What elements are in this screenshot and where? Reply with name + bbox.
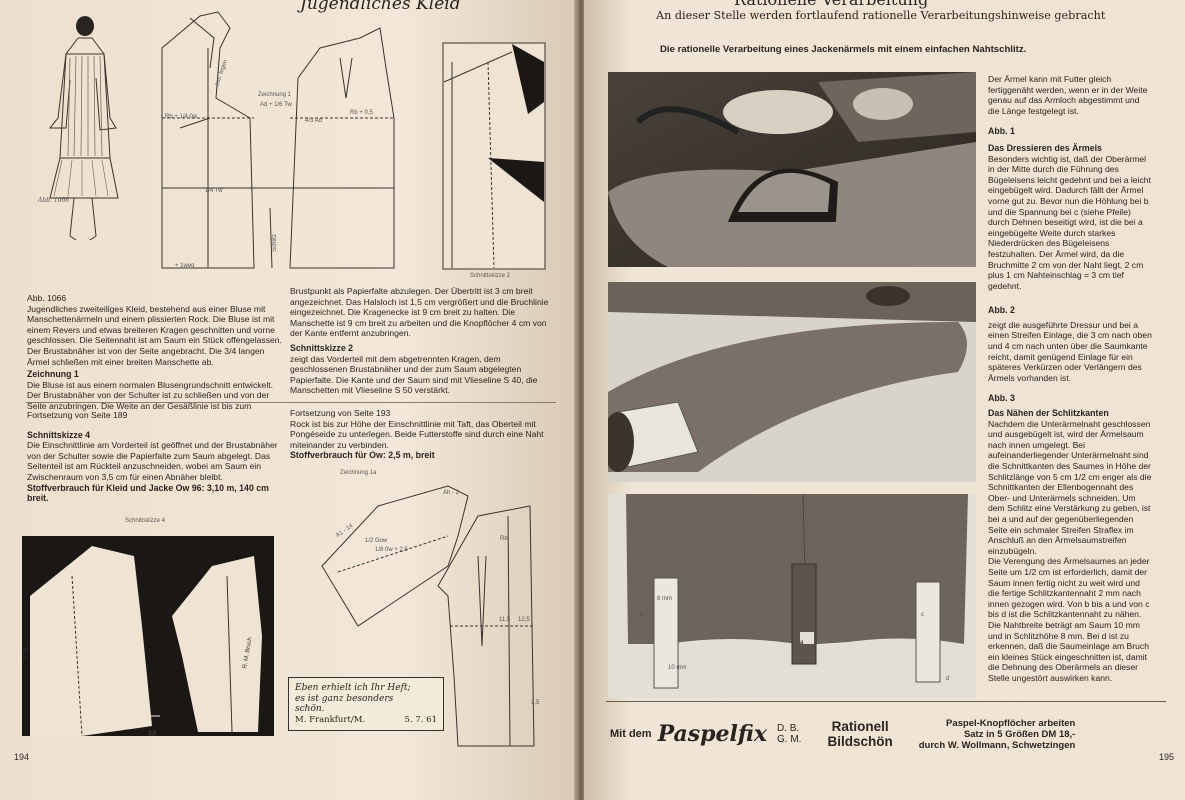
drawing-1a-label: Zeichnung 1a bbox=[340, 470, 377, 476]
paragraph-description: Jugendliches zweiteiliges Kleid, bestehe… bbox=[27, 303, 282, 367]
heading-abb-3: Abb. 3 bbox=[988, 393, 1015, 404]
right-text-column: Der Ärmel kann mit Futter gleich fertigg… bbox=[988, 74, 1152, 683]
text-column-2: Brustpunkt als Papierfalte abzulegen. De… bbox=[290, 286, 552, 396]
heading-sketch-4: Schnittskizze 4 bbox=[27, 429, 91, 440]
letter-sign: M. Frankfurt/M. bbox=[295, 714, 366, 725]
paragraph-abb-3a: Nachdem die Unterärmelnaht geschlossen u… bbox=[988, 418, 1152, 556]
ad-brand: Paspelfix bbox=[657, 721, 768, 747]
paragraph-fig-label: Abb. 1066 bbox=[27, 293, 67, 303]
title-abb-1: Das Dressieren des Ärmels bbox=[988, 142, 1102, 153]
ad-divider bbox=[606, 701, 1166, 702]
paragraph-abb-3b: Die Verengung des Ärmelsaumes an jeder S… bbox=[988, 556, 1150, 683]
ad-claim: Rationell Bildschön bbox=[827, 719, 892, 749]
ad-patent: D. B. G. M. bbox=[777, 723, 801, 745]
fashion-illustration bbox=[48, 16, 119, 241]
heading-drawing-1: Zeichnung 1 bbox=[27, 369, 79, 380]
drawing-1-label: Zeichnung 1 bbox=[258, 92, 292, 98]
drawing-1-mark: + 1weg bbox=[175, 263, 195, 269]
paragraph-intro: Der Ärmel kann mit Futter gleich fertigg… bbox=[988, 74, 1148, 116]
drawing-1-mark: Ad + 1/6 Tw bbox=[260, 102, 292, 108]
sketch-4-label: Schnittskizze 4 bbox=[125, 518, 166, 524]
ad-details: Paspel-Knopflöcher arbeiten Satz in 5 Gr… bbox=[919, 718, 1076, 751]
fabric-consumption: Stoffverbrauch für Kleid und Jacke Ow 96… bbox=[27, 482, 270, 504]
drawing-1-mark: Schlitz bbox=[271, 234, 278, 252]
drawing-1-pattern bbox=[161, 11, 395, 269]
drawing-1a-mark: 1/2 Gow bbox=[365, 538, 388, 544]
left-page: Jugendliches Kleid Abb. 1066 bbox=[0, 0, 578, 800]
continuation-189: Fortsetzung von Seite 189 Schnittskizze … bbox=[27, 410, 282, 504]
drawing-1a-mark: Rb bbox=[500, 536, 508, 542]
ad-right-3: durch W. Wollmann, Schwetzingen bbox=[918, 739, 1076, 751]
ad-patent-2: G. M. bbox=[777, 734, 802, 745]
photo3-mark: d bbox=[946, 676, 950, 682]
paragraph-sketch-4: Die Einschnittlinie am Vorderteil ist ge… bbox=[27, 440, 278, 482]
drawing-1a-mark: 1/8 0w + 2,5 bbox=[375, 547, 408, 553]
drawing-1a-mark: 2,5 bbox=[531, 700, 540, 706]
heading-sketch-2: Schnittskizze 2 bbox=[290, 342, 354, 353]
photo3-mark: 10 mm bbox=[668, 665, 687, 671]
paragraph-abb-2: zeigt die ausgeführte Dressur und bei a … bbox=[988, 319, 1152, 383]
right-page: Rationelle Verarbeitung An dieser Stelle… bbox=[584, 0, 1185, 800]
title-abb-3: Das Nähen der Schlitzkanten bbox=[988, 408, 1109, 419]
photo3-mark: a bbox=[800, 640, 804, 646]
drawing-1a-mark: Ah - 2 bbox=[443, 490, 460, 496]
photo-sleeve bbox=[608, 282, 976, 482]
letter-line: schön. bbox=[295, 704, 325, 715]
right-header-sub: An dieser Stelle werden fortlaufend rati… bbox=[656, 9, 1106, 22]
fabric-consumption-ow: Stoffverbrauch für Ow: 2,5 m, breit bbox=[290, 450, 435, 461]
drawing-1-mark: Rb + 0,5 bbox=[350, 110, 373, 116]
drawing-1a-pattern bbox=[321, 485, 535, 747]
ad-right-2: Satz in 5 Größen DM 18,- bbox=[963, 728, 1076, 740]
letter-line: Eben erhielt ich Ihr Heft; bbox=[295, 683, 411, 693]
sketch-4-mark: 3,5 bbox=[148, 731, 157, 737]
continuation-head: Fortsetzung von Seite 189 bbox=[27, 410, 128, 420]
left-header-script: Jugendliches Kleid bbox=[300, 0, 461, 14]
photo3-mark: b bbox=[640, 612, 644, 618]
drawing-1-mark: 1/4 Tw bbox=[205, 188, 223, 194]
paragraph-continued: Brustpunkt als Papierfalte abzulegen. De… bbox=[290, 286, 549, 339]
ad-prefix: Mit dem bbox=[610, 728, 652, 740]
right-header-title: Rationelle Verarbeitung bbox=[734, 0, 928, 9]
paragraph-sketch-2: zeigt das Vorderteil mit dem abgetrennte… bbox=[290, 353, 538, 396]
letter-date: 5. 7. 61 bbox=[404, 714, 437, 725]
text-column-1: Abb. 1066 Jugendliches zweiteiliges Klei… bbox=[27, 293, 282, 412]
drawing-1-mark: Rb + 1/4 0w bbox=[165, 114, 198, 120]
drawing-1a-mark: 12,5 bbox=[518, 617, 530, 623]
photo3-mark: c bbox=[921, 612, 924, 618]
paragraph-lining: Rock ist bis zur Höhe der Einschnittlini… bbox=[290, 418, 544, 450]
sketch-2-pattern bbox=[442, 42, 546, 270]
photo3-mark: 8 mm bbox=[657, 596, 672, 602]
ad-right-1: Paspel-Knopflöcher arbeiten bbox=[945, 717, 1076, 729]
sketch-4-pattern bbox=[22, 536, 274, 736]
page-number-left: 194 bbox=[14, 752, 30, 762]
ad-claim-1: Rationell bbox=[831, 719, 889, 734]
sketch-4-mark: V. M. bbox=[23, 646, 30, 660]
drawing-1a-mark: 11,5 bbox=[499, 617, 511, 623]
heading-abb-1: Abb. 1 bbox=[988, 126, 1015, 137]
fig-label: Abb. 1066 bbox=[38, 197, 70, 204]
drawing-1-mark: 4/3 Ad bbox=[305, 118, 323, 124]
photo-ironing bbox=[608, 72, 976, 267]
paragraph-abb-1: Besonders wichtig ist, daß der Oberärmel… bbox=[988, 153, 1151, 291]
reader-letter-box: Eben erhielt ich Ihr Heft; es ist ganz b… bbox=[288, 677, 444, 732]
section-title: Die rationelle Verarbeitung eines Jacken… bbox=[660, 44, 1027, 55]
ad-claim-2: Bildschön bbox=[827, 734, 893, 749]
page-number-right: 195 bbox=[1159, 752, 1175, 762]
divider bbox=[26, 402, 556, 403]
continuation-193: Fortsetzung von Seite 193 Rock ist bis z… bbox=[290, 408, 552, 461]
continuation-head: Fortsetzung von Seite 193 bbox=[290, 408, 391, 418]
ad-patent-1: D. B. bbox=[777, 723, 800, 734]
paragraph-drawing-1: Die Bluse ist aus einem normalen Bluseng… bbox=[27, 379, 274, 411]
ad-banner: Mit dem Paspelfix D. B. G. M. Rationell … bbox=[610, 712, 1170, 756]
photo-slit bbox=[608, 494, 976, 698]
heading-abb-2: Abb. 2 bbox=[988, 305, 1015, 316]
letter-line: es ist ganz besonders bbox=[295, 693, 394, 704]
sketch-2-label: Schnittskizze 2 bbox=[470, 273, 511, 279]
